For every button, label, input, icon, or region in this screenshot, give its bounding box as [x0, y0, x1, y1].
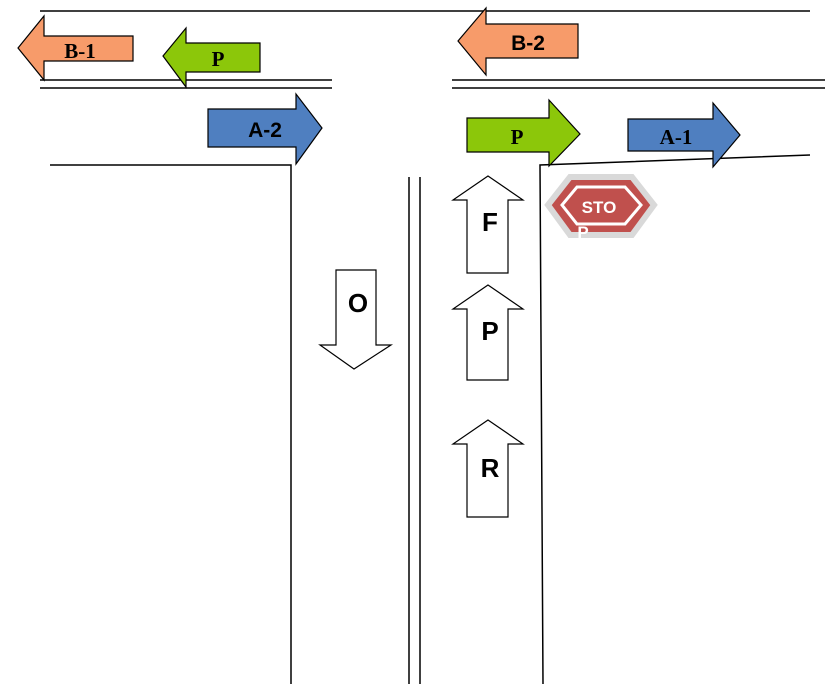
arrow-p-mid: P: [466, 98, 581, 168]
arrow-a-2: A-2: [207, 92, 323, 166]
arrow-a-1-label: A-1: [660, 125, 693, 149]
arrow-f-shape: [451, 175, 525, 274]
arrow-a-1: A-1: [627, 101, 741, 169]
arrow-r: R: [451, 419, 525, 518]
arrow-f-label: F: [482, 207, 498, 237]
arrow-p-top-label: P: [212, 47, 225, 71]
arrow-b-2-shape: [457, 6, 579, 77]
stop-sign-text-line1: STO: [582, 198, 617, 217]
arrow-b-1-label: B-1: [64, 39, 96, 63]
arrow-o-label: O: [348, 288, 368, 318]
road-lines: [40, 10, 825, 684]
arrow-p-low-shape: [451, 284, 525, 381]
arrow-p-top: P: [162, 26, 261, 89]
stop-sign-inner: [560, 185, 643, 226]
stop-sign-text-line2: P: [577, 223, 588, 242]
arrow-p-low-label: P: [481, 316, 498, 346]
arrow-a-1-shape: [627, 101, 741, 169]
road-bottom-left-corner: [50, 164, 292, 684]
arrow-p-mid-shape: [466, 98, 581, 168]
arrow-p-low: P: [451, 284, 525, 381]
arrow-r-shape: [451, 419, 525, 518]
arrow-p-mid-label: P: [511, 125, 524, 149]
arrow-a-2-shape: [207, 92, 323, 166]
stop-sign: STO P: [544, 174, 658, 242]
arrow-o-shape: [318, 269, 394, 370]
arrow-a-2-label: A-2: [248, 119, 282, 142]
arrow-p-top-shape: [162, 26, 261, 89]
arrow-o: O: [318, 269, 394, 370]
arrow-b-2-label: B-2: [511, 32, 545, 55]
arrow-r-label: R: [481, 453, 500, 483]
arrow-b-2: B-2: [457, 6, 579, 77]
arrow-f: F: [451, 175, 525, 274]
arrow-b-1-shape: [17, 14, 134, 82]
arrow-b-1: B-1: [17, 14, 134, 82]
